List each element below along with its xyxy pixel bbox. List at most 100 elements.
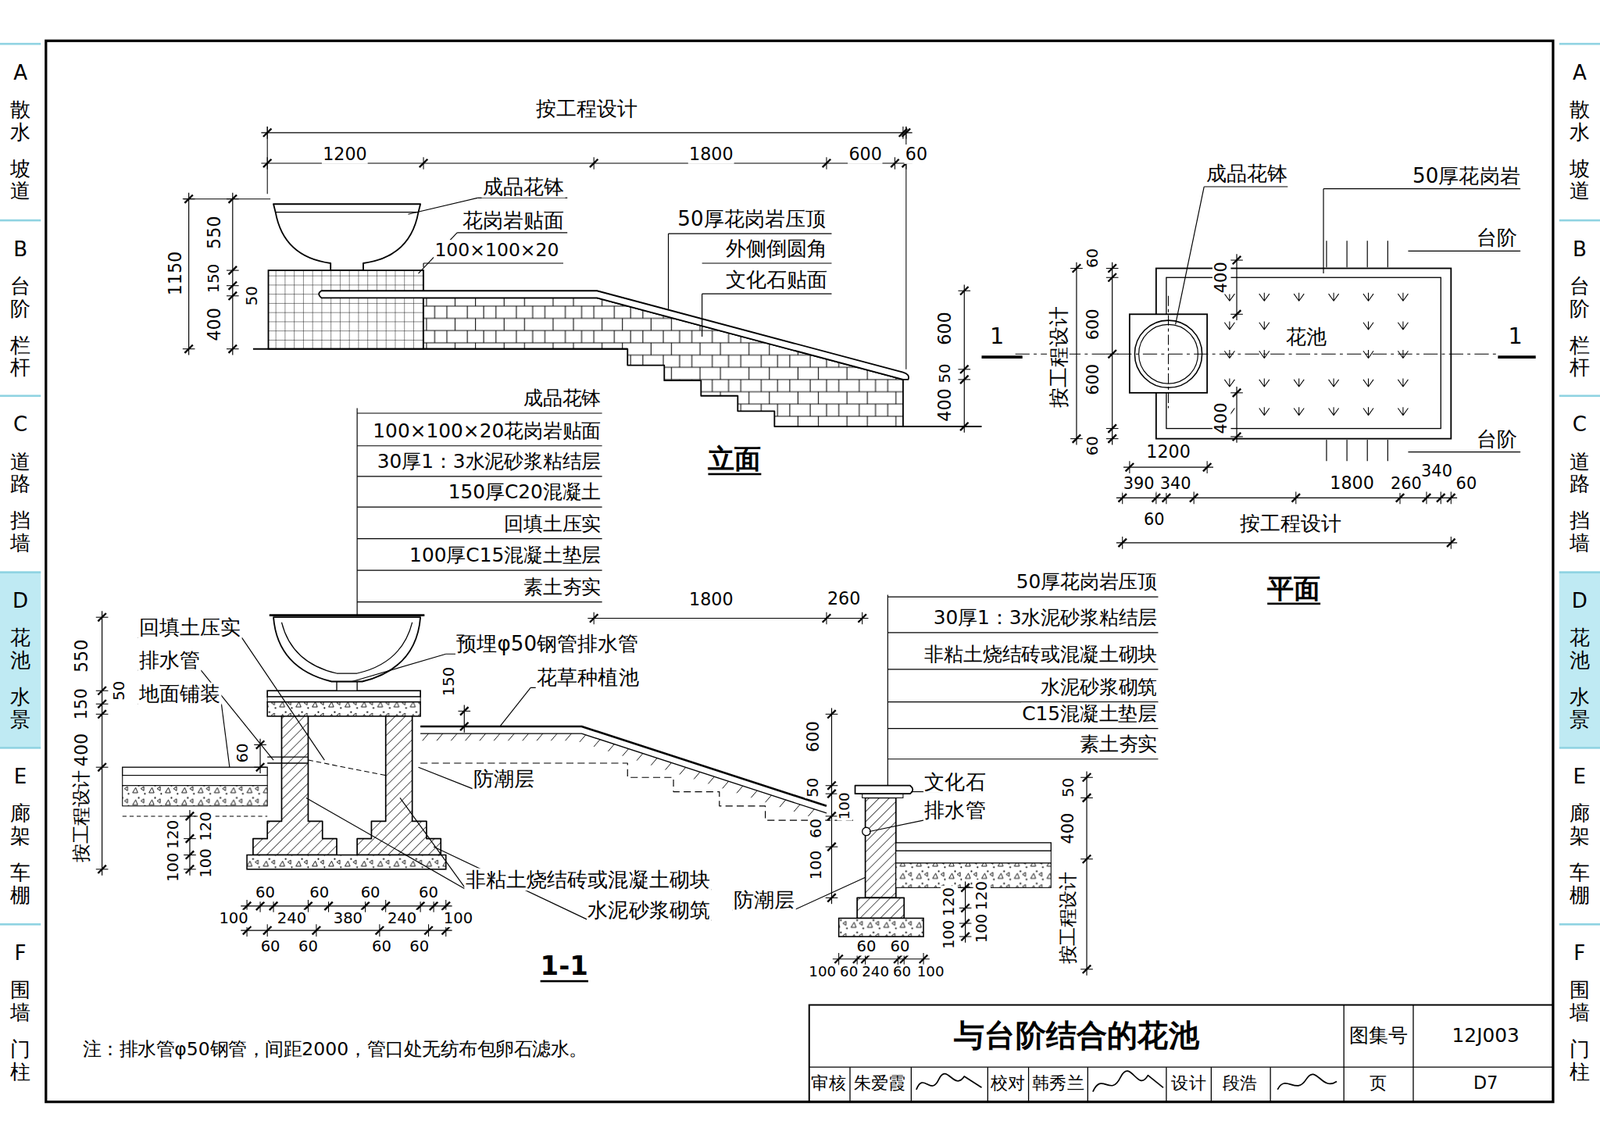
leader-line <box>400 797 467 890</box>
extension-line <box>1450 536 1452 550</box>
dimension-text: 50 <box>110 679 129 702</box>
callout-label: 文化石贴面 <box>724 268 829 292</box>
planting-slope <box>420 733 827 814</box>
callout-label: 150厚C20混凝土 <box>446 481 602 503</box>
dimension-text: 600 <box>847 144 883 164</box>
extension-line <box>433 900 435 913</box>
extension-line <box>825 897 839 899</box>
planting-symbol <box>1293 407 1304 415</box>
drain-pipe <box>267 756 308 758</box>
dimension-line <box>1123 467 1214 468</box>
dimension-text: 600 <box>935 310 954 347</box>
dimension-text: 100 <box>973 913 991 945</box>
callout-label: 防潮层 <box>732 889 797 912</box>
section-mark <box>981 355 1022 359</box>
extension-line <box>1106 438 1119 440</box>
extension-line <box>1070 267 1083 269</box>
callout-label: 素土夯实 <box>1078 733 1159 755</box>
extension-line <box>378 924 380 937</box>
section-tab: C道路挡墙 <box>1559 394 1600 571</box>
dimension-text: 600 <box>1083 363 1102 397</box>
dimension-text: 1 <box>989 324 1006 350</box>
dimension-text: 120 <box>940 886 958 918</box>
dimension-line <box>101 610 103 875</box>
signature <box>1277 1074 1337 1090</box>
sheet-frame <box>46 40 1554 1102</box>
tab-letter: E <box>14 765 28 789</box>
tab-title: 车棚 <box>10 860 31 906</box>
extension-line <box>182 348 196 350</box>
ground-line <box>253 348 628 350</box>
extension-line <box>183 815 197 817</box>
callout-label: 按工程设计 <box>1058 871 1079 965</box>
tab-title: 散水 <box>10 97 31 143</box>
granite-coping <box>855 785 914 794</box>
callout-label: 防潮层 <box>472 767 536 790</box>
extension-line <box>593 157 595 170</box>
dimension-line <box>1116 542 1458 543</box>
dimension-text: 1 <box>1507 324 1524 350</box>
dimension-text: 380 <box>332 910 364 928</box>
extension-line <box>1207 460 1208 474</box>
soil-hatch <box>579 735 586 743</box>
callout-label: 100厚C15混凝土垫层 <box>408 544 603 566</box>
leader-line <box>869 820 924 832</box>
dimension-text: 600 <box>1083 307 1102 342</box>
callout-label: 12J003 <box>1450 1025 1521 1047</box>
brick-wall <box>865 797 897 898</box>
dimension-line <box>188 192 190 356</box>
dimension-text: 1800 <box>1328 474 1375 493</box>
callout-label: 30厚1：3水泥砂浆粘结层 <box>932 607 1158 629</box>
tab-title: 台阶 <box>10 274 31 319</box>
soil-line <box>122 815 268 817</box>
tab-title: 围墙 <box>1569 978 1590 1023</box>
callout-label: 段浩 <box>1221 1074 1258 1093</box>
title-block <box>809 1005 1554 1103</box>
leader-line <box>306 797 467 890</box>
extension-line <box>183 868 197 870</box>
bowl-stem <box>336 681 358 691</box>
callout-label: 立面 <box>707 444 763 474</box>
title-block-rule <box>1087 1067 1089 1102</box>
extension-line <box>253 767 267 768</box>
dimension-text: 1150 <box>165 250 185 297</box>
dimension-text: 240 <box>860 964 891 981</box>
callout-label: 图集号 <box>1348 1025 1409 1047</box>
title-block-rule <box>987 1067 989 1102</box>
dimension-text: 60 <box>297 938 320 956</box>
extension-line <box>825 714 839 715</box>
soil-hatch <box>750 790 758 798</box>
soil-hatch <box>793 804 800 812</box>
callout-label: D7 <box>1472 1074 1500 1093</box>
callout-label: 100×100×20花岗岩贴面 <box>371 420 603 442</box>
dimension-text: 60 <box>408 938 431 956</box>
callout-label: 按工程设计 <box>1239 512 1343 536</box>
callout-label: 成品花钵 <box>522 387 603 409</box>
tab-title: 挡墙 <box>10 509 31 554</box>
tab-title: 栏杆 <box>1569 332 1590 378</box>
center-line <box>1015 353 1500 355</box>
tab-title: 散水 <box>1569 97 1590 143</box>
section-tab: F围墙门柱 <box>1559 922 1600 1099</box>
dimension-line <box>1085 771 1087 975</box>
section-tab: E廊架车棚 <box>1559 746 1600 923</box>
dimension-line <box>189 810 190 876</box>
dimension-text: 150 <box>440 665 458 697</box>
paving-mortar <box>122 775 268 786</box>
callout-label: 注：排水管φ50钢管，间距2000，管口处无纺布包卵石滤水。 <box>81 1039 589 1060</box>
callout-label: 台阶 <box>1475 427 1519 450</box>
brick-footing <box>857 897 904 918</box>
planting-symbol <box>1224 378 1235 387</box>
tab-letter: D <box>1571 589 1588 612</box>
tab-letter: B <box>1572 237 1587 261</box>
flower-bowl <box>273 617 421 682</box>
dimension-text: 60 <box>1142 510 1166 529</box>
dimension-text: 1200 <box>1145 442 1192 461</box>
callout-label: 非粘土烧结砖或混凝土砌块 <box>923 643 1158 665</box>
dimension-text: 120 <box>164 818 183 850</box>
soil-hatch <box>479 733 486 741</box>
soil-hatch <box>707 776 715 784</box>
leader-line <box>1203 185 1288 187</box>
tab-title: 挡墙 <box>1569 509 1590 554</box>
